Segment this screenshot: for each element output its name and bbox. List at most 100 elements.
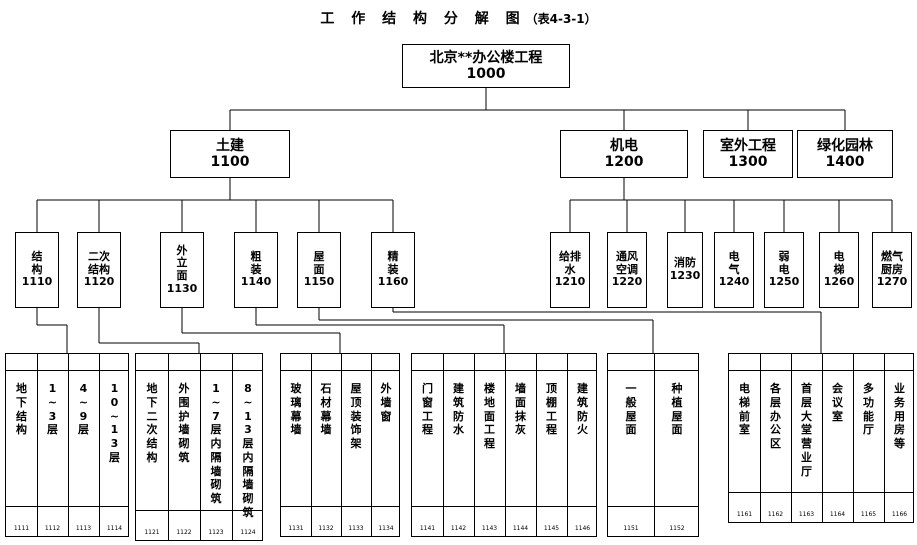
column-separator — [853, 354, 854, 522]
leaf-code: 1121 — [144, 529, 160, 536]
node-code: 1260 — [823, 275, 855, 289]
node-name: 电梯 — [833, 250, 845, 276]
leaf-code: 1134 — [378, 525, 394, 532]
group-header-line — [729, 370, 913, 371]
group-header-line — [412, 370, 596, 371]
leaf-code: 1151 — [623, 525, 639, 532]
leaf-name: 顶棚工程 — [546, 382, 557, 437]
node-code: 1250 — [768, 275, 800, 289]
node-code: 1110 — [21, 275, 53, 289]
node-name: 屋面 — [313, 250, 325, 276]
leaf-code: 1122 — [176, 529, 192, 536]
column-separator — [232, 354, 233, 540]
leaf-code: 1165 — [860, 511, 877, 518]
node-code: 1150 — [303, 275, 335, 289]
group-footer-line — [6, 506, 128, 507]
node-code: 1210 — [554, 275, 586, 289]
leaf-code: 1143 — [481, 525, 498, 532]
column-separator — [37, 354, 38, 536]
column-separator — [168, 354, 169, 540]
leaf-name: 玻璃幕墙 — [290, 382, 302, 437]
leaf-code: 1113 — [75, 525, 92, 532]
node-code: 1000 — [466, 66, 506, 82]
leaf-node-1141: 门窗工程 1141 — [412, 370, 443, 538]
node-name: 土建 — [216, 137, 244, 154]
group-header-line — [281, 370, 399, 371]
leaf-name: 地下结构 — [16, 382, 27, 437]
leaf-code: 1162 — [767, 511, 784, 518]
leaf-name: 建筑防水 — [453, 382, 464, 437]
column-separator — [371, 354, 372, 536]
leaf-name: 楼地面工程 — [484, 382, 495, 450]
leaf-code: 1163 — [798, 511, 815, 518]
leaf-node-1143: 楼地面工程 1143 — [474, 370, 505, 538]
node-code: 1220 — [611, 275, 643, 289]
leaf-name: 首层大堂营业厅 — [801, 382, 812, 478]
leaf-name: 一般屋面 — [625, 382, 637, 437]
node-code: 1130 — [166, 281, 198, 295]
column-separator — [822, 354, 823, 522]
leaf-name: 8~13层内隔墙砌筑 — [242, 382, 254, 519]
group-footer-line — [412, 506, 596, 507]
node-code: 1240 — [718, 275, 750, 289]
column-separator — [474, 354, 475, 536]
leaf-name: 1~3层 — [47, 382, 58, 437]
leaf-code: 1145 — [543, 525, 560, 532]
column-separator — [443, 354, 444, 536]
column-separator — [99, 354, 100, 536]
node-name: 给排水 — [559, 250, 581, 276]
leaf-name: 10~13层 — [109, 382, 120, 464]
leaf-code: 1146 — [574, 525, 591, 532]
node-name: 燃气厨房 — [881, 250, 903, 276]
node-code: 1160 — [377, 275, 409, 289]
column-separator — [200, 354, 201, 540]
column-separator — [536, 354, 537, 536]
leaf-name: 石材幕墙 — [320, 382, 332, 437]
group-header-line — [136, 370, 262, 371]
leaf-code: 1142 — [450, 525, 467, 532]
column-separator — [341, 354, 342, 536]
leaf-name: 会议室 — [832, 382, 843, 423]
column-separator — [791, 354, 792, 522]
leaf-name: 门窗工程 — [422, 382, 433, 437]
node-name: 机电 — [610, 137, 638, 154]
column-separator — [505, 354, 506, 536]
leaf-code: 1131 — [288, 525, 304, 532]
column-separator — [654, 354, 655, 536]
leaf-code: 1114 — [106, 525, 123, 532]
node-name: 弱电 — [778, 250, 790, 276]
leaf-code: 1133 — [348, 525, 364, 532]
node-code: 1400 — [825, 154, 865, 170]
node-name: 绿化园林 — [817, 137, 873, 154]
leaf-code: 1141 — [419, 525, 436, 532]
node-name: 电气 — [728, 250, 740, 276]
leaf-name: 屋顶装饰架 — [350, 382, 362, 450]
leaf-node-1114: 10~13层 1114 — [99, 370, 130, 538]
leaf-code: 1166 — [891, 511, 908, 518]
node-name: 结构 — [31, 250, 43, 276]
